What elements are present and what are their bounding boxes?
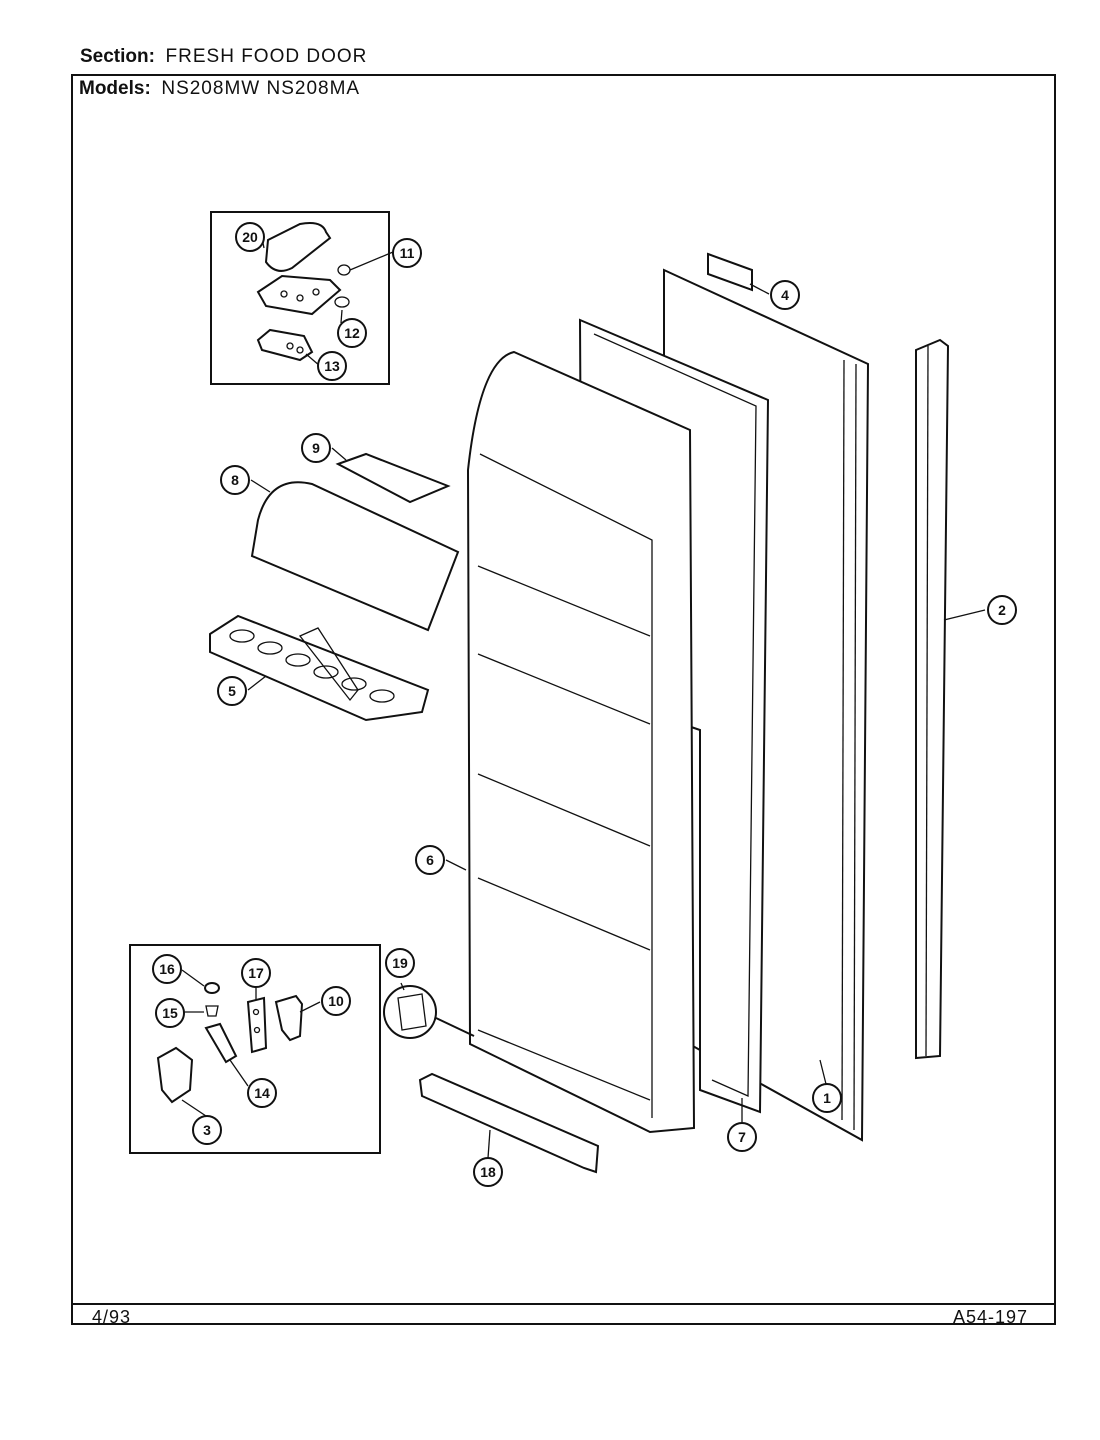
upper-hinge-part (256, 264, 351, 316)
svg-text:13: 13 (324, 358, 340, 374)
svg-text:19: 19 (392, 955, 408, 971)
callout-17: 17 (241, 958, 271, 988)
callout-5: 5 (217, 676, 247, 706)
door-stop-bracket-part (383, 985, 475, 1039)
callout-18: 18 (473, 1157, 503, 1187)
footer-date: 4/93 (92, 1307, 132, 1327)
callout-7: 7 (727, 1122, 757, 1152)
callout-3: 3 (192, 1115, 222, 1145)
door-liner-part (466, 350, 696, 1134)
callout-12: 12 (337, 318, 367, 348)
callout-9: 9 (301, 433, 331, 463)
callout-8: 8 (220, 465, 250, 495)
lower-hinge-plate-part (256, 328, 314, 362)
section-label: Section: (80, 46, 155, 67)
lower-hinge-part (204, 1022, 238, 1064)
svg-text:17: 17 (248, 965, 264, 981)
svg-text:18: 18 (480, 1164, 496, 1180)
svg-text:5: 5 (228, 683, 236, 699)
door-stop-part (156, 1046, 194, 1104)
hinge-pin-part (204, 982, 220, 1017)
svg-text:11: 11 (400, 245, 415, 261)
footer-divider (71, 1303, 1056, 1305)
callout-6: 6 (415, 845, 445, 875)
door-trim-part (915, 338, 950, 1060)
svg-text:4: 4 (781, 287, 789, 303)
svg-text:7: 7 (738, 1129, 746, 1145)
svg-text:12: 12 (344, 325, 360, 341)
svg-text:9: 9 (312, 440, 320, 456)
callout-13: 13 (317, 351, 347, 381)
callout-16: 16 (152, 954, 182, 984)
models-label: Models: (79, 78, 151, 99)
callout-10: 10 (321, 986, 351, 1016)
svg-text:15: 15 (162, 1005, 178, 1021)
callout-19: 19 (385, 948, 415, 978)
section-heading: Section: FRESH FOOD DOOR (80, 46, 367, 68)
hinge-cover-part (264, 222, 332, 272)
models-heading: Models: NS208MW NS208MA (79, 78, 360, 100)
diagram-frame (71, 74, 1056, 1325)
svg-text:6: 6 (426, 852, 434, 868)
section-value: FRESH FOOD DOOR (165, 46, 368, 67)
svg-text:8: 8 (231, 472, 239, 488)
hinge-inset-box (210, 211, 390, 385)
dairy-door-part (250, 481, 460, 632)
callout-4: 4 (770, 280, 800, 310)
svg-text:14: 14 (254, 1085, 270, 1101)
bottom-trim-part (418, 1072, 600, 1174)
footer-code: A54-197 (953, 1307, 1029, 1327)
svg-text:16: 16 (159, 961, 175, 977)
svg-text:1: 1 (823, 1090, 831, 1106)
egg-tray-part (209, 614, 430, 722)
callout-11: 11 (392, 238, 422, 268)
callout-14: 14 (247, 1078, 277, 1108)
lower-hinge-inset-box (129, 944, 381, 1154)
callout-15: 15 (155, 998, 185, 1028)
callout-2: 2 (987, 595, 1017, 625)
svg-text:20: 20 (242, 229, 258, 245)
callout-20: 20 (235, 222, 265, 252)
nameplate-part (707, 252, 753, 292)
dairy-cover-part (335, 452, 451, 504)
svg-text:2: 2 (998, 602, 1006, 618)
svg-text:10: 10 (328, 993, 344, 1009)
hinge-bracket-part (246, 994, 304, 1054)
callout-1: 1 (812, 1083, 842, 1113)
svg-text:3: 3 (203, 1122, 211, 1138)
models-value: NS208MW NS208MA (161, 78, 361, 99)
